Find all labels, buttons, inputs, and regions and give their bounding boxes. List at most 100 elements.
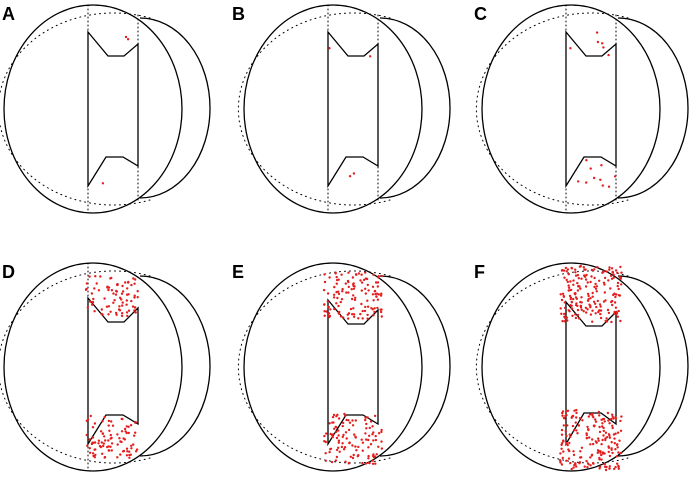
- particle: [576, 432, 579, 435]
- particle: [603, 463, 606, 466]
- particle: [583, 275, 587, 278]
- particle: [607, 446, 611, 449]
- particle: [374, 292, 377, 296]
- particle: [609, 417, 613, 421]
- particle: [619, 276, 622, 279]
- particle: [586, 292, 590, 296]
- particle: [568, 441, 571, 445]
- particle: [599, 451, 602, 454]
- particle: [367, 454, 370, 458]
- particle: [367, 457, 370, 460]
- particle: [120, 430, 124, 433]
- particle: [568, 433, 571, 436]
- particle: [604, 468, 608, 472]
- particle: [88, 447, 92, 450]
- particle: [380, 447, 384, 450]
- particle: [612, 276, 615, 279]
- particle: [379, 310, 383, 314]
- particle: [598, 414, 601, 417]
- particle: [352, 282, 355, 285]
- particle: [608, 454, 612, 458]
- particle: [88, 275, 91, 278]
- particle: [579, 456, 582, 459]
- particle: [351, 313, 354, 316]
- particle: [619, 451, 623, 455]
- particle: [377, 293, 381, 296]
- particle: [571, 424, 575, 428]
- particle: [360, 302, 363, 306]
- particle: [602, 270, 605, 273]
- particle: [93, 310, 96, 313]
- particle: [121, 450, 125, 453]
- particle: [598, 465, 602, 468]
- inner-dotted-arc: [0, 12, 151, 206]
- particle: [352, 315, 356, 318]
- front-disc-outline: [3, 4, 183, 214]
- particle: [584, 285, 588, 288]
- particle: [612, 293, 615, 297]
- particle: [337, 292, 341, 296]
- particle: [346, 279, 350, 283]
- particle: [111, 424, 115, 427]
- particle: [101, 432, 105, 435]
- particle: [577, 424, 581, 427]
- particle: [337, 446, 340, 449]
- particle: [106, 285, 109, 288]
- particle: [602, 46, 605, 49]
- particle: [612, 433, 616, 436]
- particle: [572, 450, 575, 453]
- particle: [364, 287, 367, 290]
- particle: [344, 431, 348, 434]
- particle: [595, 285, 598, 288]
- particle: [374, 462, 377, 465]
- panel-a: A: [0, 4, 211, 214]
- particle: [325, 310, 328, 313]
- particle: [561, 292, 565, 295]
- particle: [101, 182, 105, 185]
- particle: [103, 435, 106, 438]
- particle: [326, 314, 330, 317]
- particle: [125, 311, 129, 314]
- particle: [335, 436, 339, 440]
- particle: [571, 314, 574, 317]
- particle: [347, 312, 351, 315]
- particle: [347, 285, 350, 289]
- back-disc-outline: [139, 275, 211, 457]
- particle: [134, 311, 137, 314]
- particle: [364, 432, 367, 435]
- particle: [566, 280, 569, 284]
- particle: [559, 452, 562, 455]
- particle: [124, 430, 127, 433]
- particle: [559, 293, 562, 296]
- particle: [597, 439, 600, 442]
- particle: [570, 307, 574, 310]
- panel-label: D: [2, 262, 15, 282]
- particle: [572, 429, 576, 432]
- particle: [578, 317, 581, 320]
- particle: [326, 292, 330, 295]
- particle: [99, 430, 103, 433]
- particle: [136, 290, 139, 293]
- particle: [585, 433, 588, 437]
- particle: [127, 309, 131, 312]
- particle: [134, 450, 138, 453]
- particle: [108, 429, 111, 432]
- particle: [610, 320, 613, 324]
- particle: [587, 415, 590, 418]
- particle: [594, 282, 597, 286]
- particle: [577, 277, 580, 280]
- particle: [603, 420, 606, 423]
- particle: [587, 298, 590, 301]
- particle: [586, 425, 589, 429]
- particle: [363, 309, 367, 313]
- particle: [560, 312, 563, 315]
- particle: [589, 167, 592, 170]
- particle: [617, 451, 620, 454]
- particle: [619, 319, 622, 323]
- particle: [593, 268, 596, 271]
- particle: [597, 437, 600, 440]
- particle: [619, 265, 622, 269]
- particle-cloud: [101, 35, 130, 185]
- particle: [602, 417, 606, 421]
- particle: [335, 278, 339, 282]
